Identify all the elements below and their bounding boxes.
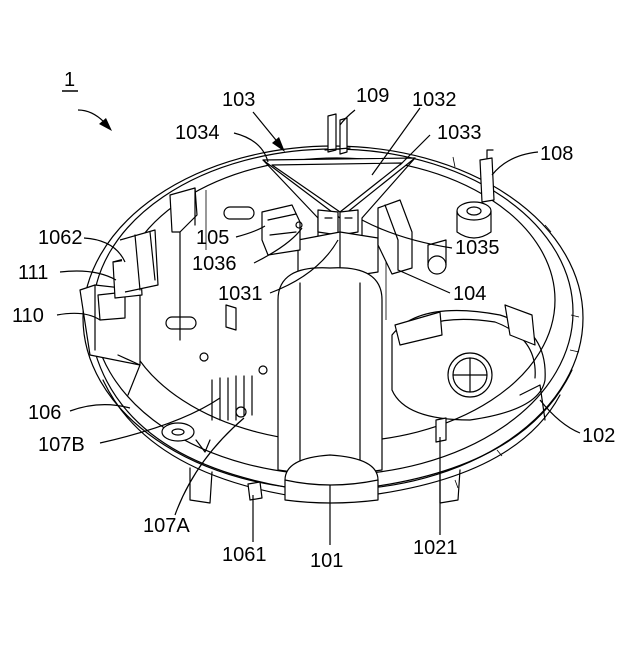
label-1033: 1033 [437, 122, 482, 144]
label-110: 110 [12, 305, 44, 327]
label-105: 105 [196, 227, 229, 249]
label-1062: 1062 [38, 227, 83, 249]
label-108: 108 [540, 143, 573, 165]
label-107A: 107A [143, 515, 190, 537]
label-101: 101 [310, 550, 343, 572]
label-1035: 1035 [455, 237, 500, 259]
cylinder-101 [278, 268, 382, 503]
label-111: 111 [18, 262, 48, 284]
label-1021: 1021 [413, 537, 458, 559]
label-104: 104 [453, 283, 486, 305]
label-1061: 1061 [222, 544, 267, 566]
compartment-102 [392, 305, 545, 442]
label-109: 109 [356, 85, 389, 107]
label-107B: 107B [38, 434, 85, 456]
label-1031: 1031 [218, 283, 263, 305]
label-1032: 1032 [412, 89, 457, 111]
post-108 [457, 150, 494, 238]
pins-107 [212, 376, 252, 420]
label-103: 103 [222, 89, 255, 111]
label-106: 106 [28, 402, 61, 424]
clip-105 [262, 205, 302, 255]
label-1036: 1036 [192, 253, 237, 275]
bracket-1035 [378, 200, 446, 274]
label-1: 1 [64, 69, 75, 91]
left-wall-components [80, 188, 197, 395]
bottom-tabs [162, 423, 262, 500]
label-1034: 1034 [175, 122, 220, 144]
label-102: 102 [582, 425, 615, 447]
